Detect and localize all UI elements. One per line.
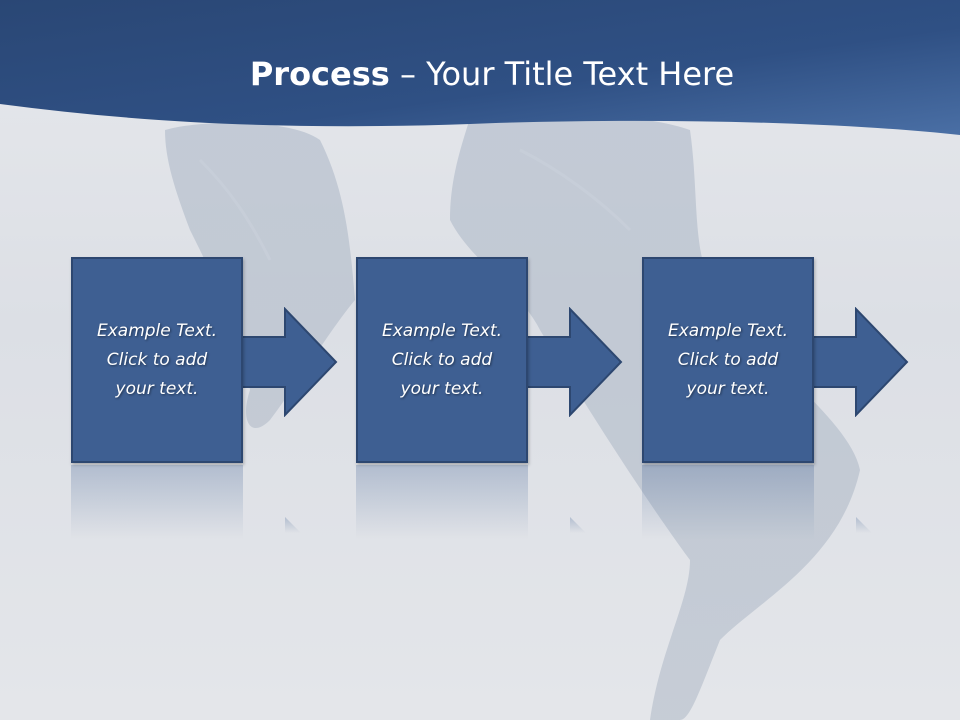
step-text: Example Text. Click to add your text.	[667, 320, 789, 399]
step-box[interactable]: Example Text. Click to add your text.	[71, 257, 243, 463]
process-step-2[interactable]: Example Text. Click to add your text.	[356, 257, 626, 547]
page-title[interactable]: Process – Your Title Text Here	[0, 52, 960, 96]
title-bold: Process	[249, 55, 390, 93]
header-band	[0, 0, 960, 135]
step-reflection	[356, 465, 586, 539]
step-reflection	[71, 465, 301, 539]
process-step-1[interactable]: Example Text. Click to add your text.	[71, 257, 341, 547]
title-rest: – Your Title Text Here	[389, 55, 735, 93]
step-box[interactable]: Example Text. Click to add your text.	[642, 257, 814, 463]
step-text: Example Text. Click to add your text.	[381, 320, 503, 399]
step-box[interactable]: Example Text. Click to add your text.	[356, 257, 528, 463]
step-text: Example Text. Click to add your text.	[96, 320, 218, 399]
process-step-3[interactable]: Example Text. Click to add your text.	[642, 257, 912, 547]
step-reflection	[642, 465, 872, 539]
